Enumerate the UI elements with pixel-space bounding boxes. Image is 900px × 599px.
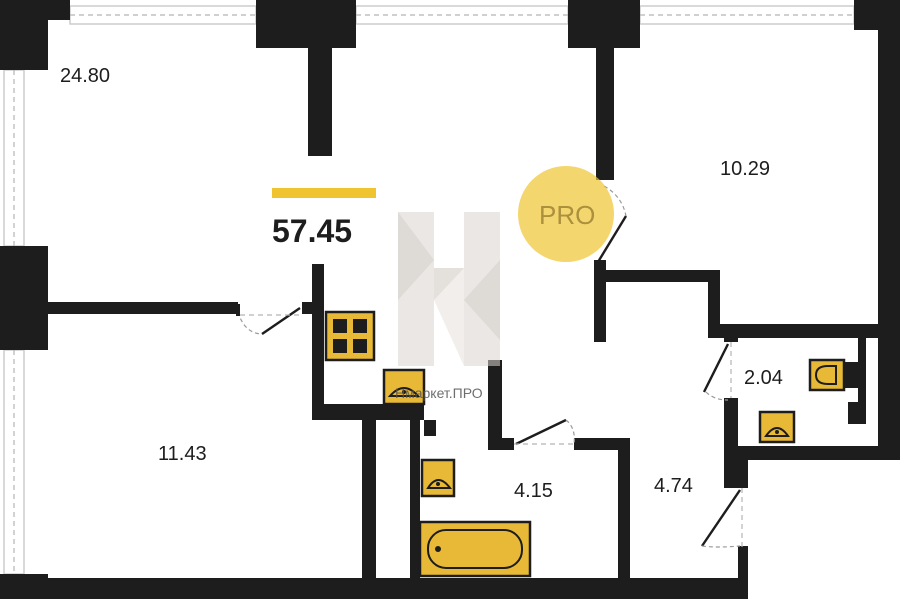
room-area-hallway: 4.74 <box>654 475 693 497</box>
stove-icon <box>324 310 376 362</box>
watermark-caption: Нмаркет.ПРО <box>395 385 483 401</box>
doors <box>236 185 743 548</box>
pro-badge-text: PRO <box>539 200 595 230</box>
total-area-value: 57.45 <box>272 213 352 249</box>
total-area: 57.45 <box>272 188 376 249</box>
room-area-living: 24.80 <box>60 65 110 87</box>
watermark: PRO Нмаркет.ПРО <box>395 166 614 401</box>
kitchen-sink-icon <box>382 368 426 406</box>
pro-badge-icon <box>518 166 614 262</box>
toilet-sink-icon <box>758 410 796 444</box>
washbasin-icon <box>420 458 456 498</box>
room-area-bathroom: 4.15 <box>514 480 553 502</box>
bathtub-icon <box>418 520 532 578</box>
room-area-toilet: 2.04 <box>744 367 783 389</box>
fixtures <box>324 310 858 578</box>
total-area-underline <box>272 188 376 198</box>
h-logo-icon <box>398 212 500 366</box>
room-area-bedroom-left: 11.43 <box>158 443 207 465</box>
room-labels: 24.80 10.29 11.43 4.15 4.74 2.04 <box>60 65 783 502</box>
room-area-bedroom-right: 10.29 <box>720 158 770 180</box>
toilet-icon <box>808 358 858 392</box>
